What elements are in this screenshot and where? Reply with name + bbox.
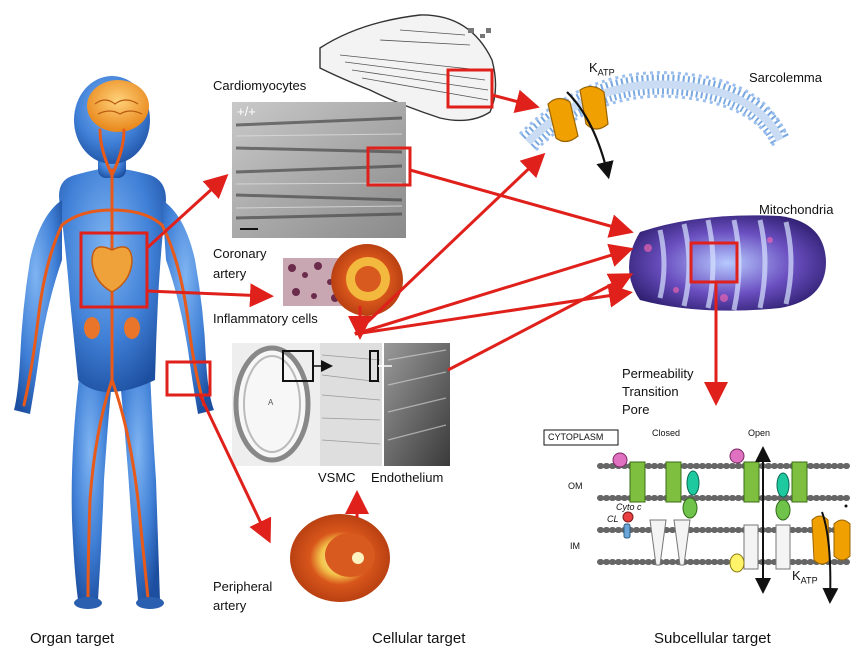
peripheral-artery-image: [290, 514, 390, 602]
organ-target-label: Organ target: [30, 630, 115, 647]
cardiomyocyte-micrograph: [232, 102, 406, 238]
coronary-artery-label: artery: [213, 266, 247, 281]
katp-channel-sarcolemma: [547, 85, 614, 180]
kidney-right: [124, 317, 140, 339]
sarcolemma-label: Sarcolemma: [749, 70, 822, 85]
mitochondrion-image: [629, 215, 826, 311]
coronary-label: Coronary: [213, 246, 267, 261]
closed-label: Closed: [652, 428, 681, 438]
cl-label: CL: [607, 514, 619, 524]
inflammatory-cells-label: Inflammatory cells: [213, 311, 318, 326]
endothelium-label: Endothelium: [371, 470, 444, 485]
cytoplasm-label: CYTOPLASM: [548, 432, 604, 442]
genotype-label: +/+: [237, 104, 256, 119]
heart-highlight-box: [79, 231, 149, 309]
heart: [91, 246, 133, 293]
human-body-figure: [14, 76, 214, 609]
sketch-highlight-box: [446, 68, 494, 109]
peripheral-label: Peripheral: [213, 579, 273, 594]
arm-artery-highlight-box: [165, 360, 212, 397]
om-label: OM: [568, 481, 583, 491]
cyto-c-label: Cyto c: [616, 502, 642, 512]
cardiomyocytes-label: Cardiomyocytes: [213, 78, 307, 93]
subcellular-target-label: Subcellular target: [654, 630, 771, 647]
im-label: IM: [570, 541, 580, 551]
mitochondria-label: Mitochondria: [759, 202, 834, 217]
transition-label: Transition: [622, 384, 679, 399]
cardiomyocyte-sketch: [319, 14, 497, 122]
coronary-artery-image: [283, 244, 403, 316]
micrograph-highlight-box: [366, 146, 412, 187]
katp-label-mitochondria: KATP: [792, 568, 818, 586]
mitochondrion-highlight-box: [689, 241, 739, 284]
katp-label-sarcolemma: KATP: [589, 60, 615, 78]
kidney-left: [84, 317, 100, 339]
cellular-target-label: Cellular target: [372, 630, 466, 647]
open-label: Open: [748, 428, 771, 438]
vsmc-label: VSMC: [318, 470, 356, 485]
peripheral-artery-label: artery: [213, 598, 247, 613]
ptp-schematic: [543, 429, 855, 604]
pore-label: Pore: [622, 402, 650, 417]
vessel-section-image: [232, 343, 450, 466]
brain: [87, 80, 149, 132]
permeability-label: Permeability: [622, 366, 694, 381]
connector-arrows: [145, 89, 728, 544]
micrograph-letter-label: A: [268, 398, 274, 407]
